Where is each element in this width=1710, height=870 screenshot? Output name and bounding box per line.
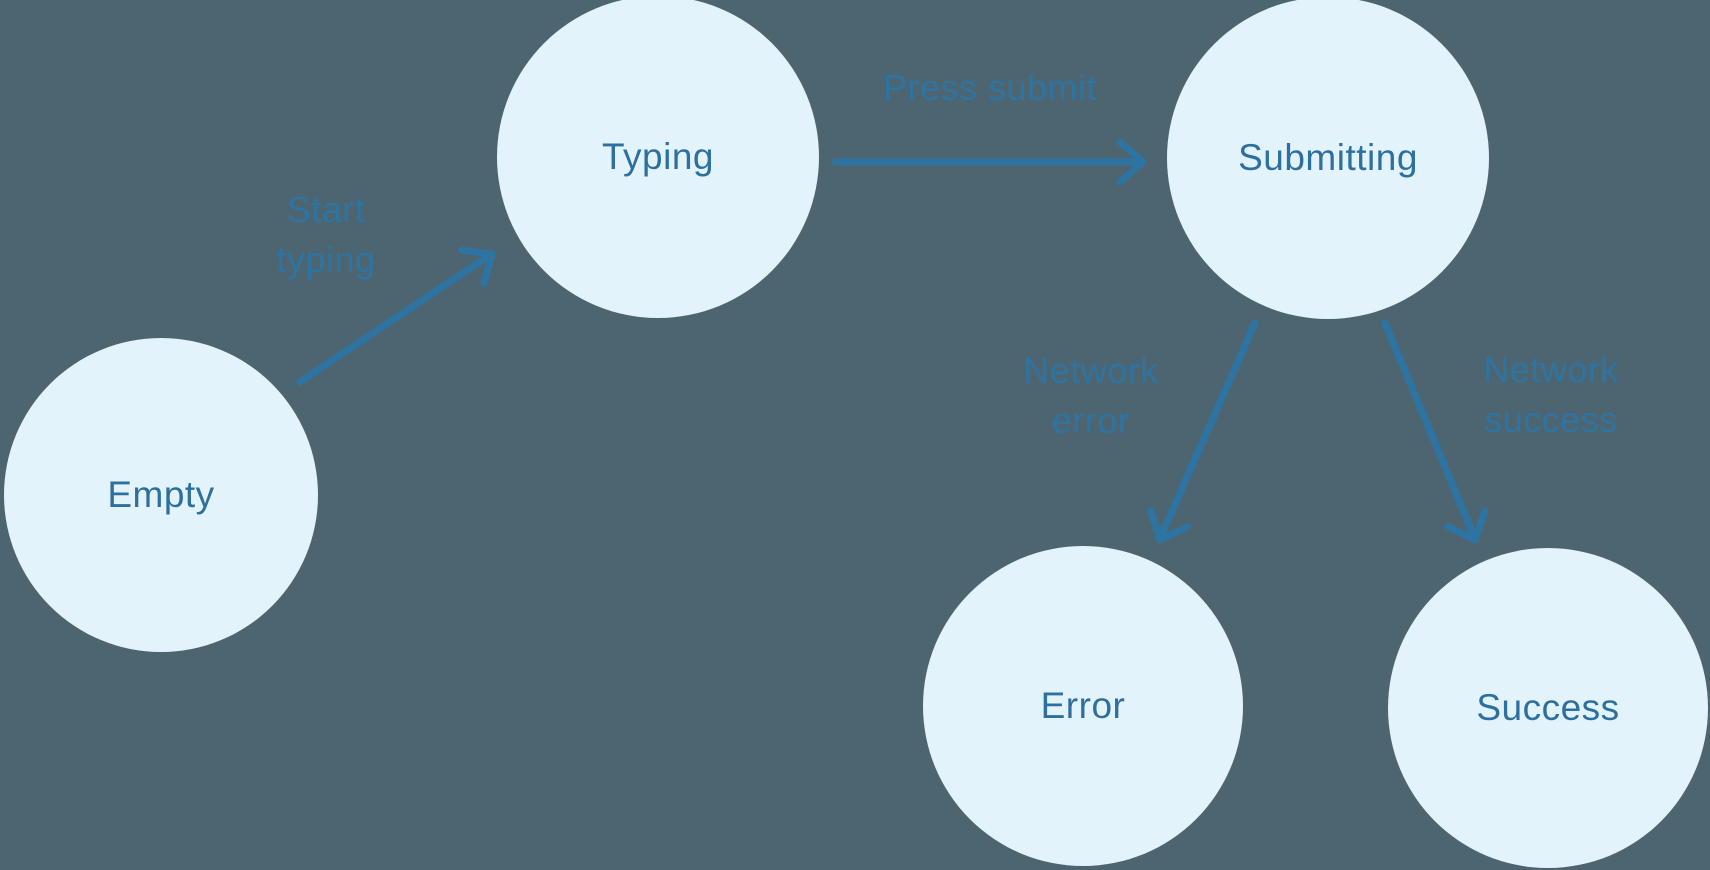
state-label-submitting: Submitting (1238, 137, 1418, 178)
state-node-typing: Typing (497, 0, 819, 318)
state-label-success: Success (1476, 687, 1620, 728)
transition-label-network-success: Network success (1483, 349, 1619, 440)
transition-label-network-error: Network error (1023, 350, 1159, 441)
arrowhead-icon-press-submit (1116, 138, 1147, 186)
state-node-submitting: Submitting (1167, 0, 1489, 319)
arrowhead-icon-start-typing (458, 246, 496, 287)
state-node-empty: Empty (4, 338, 318, 652)
state-node-error: Error (923, 546, 1243, 866)
state-node-success: Success (1388, 548, 1708, 868)
transition-arrow-press-submit (831, 138, 1147, 186)
state-label-typing: Typing (601, 136, 714, 177)
state-label-error: Error (1040, 685, 1126, 726)
transition-label-press-submit: Press submit (882, 67, 1098, 108)
state-label-empty: Empty (107, 474, 215, 515)
arrowhead-icon-network-error (1147, 507, 1191, 544)
arrowhead-icon-network-success (1444, 507, 1489, 544)
transition-label-start-typing: Start typing (276, 189, 376, 280)
